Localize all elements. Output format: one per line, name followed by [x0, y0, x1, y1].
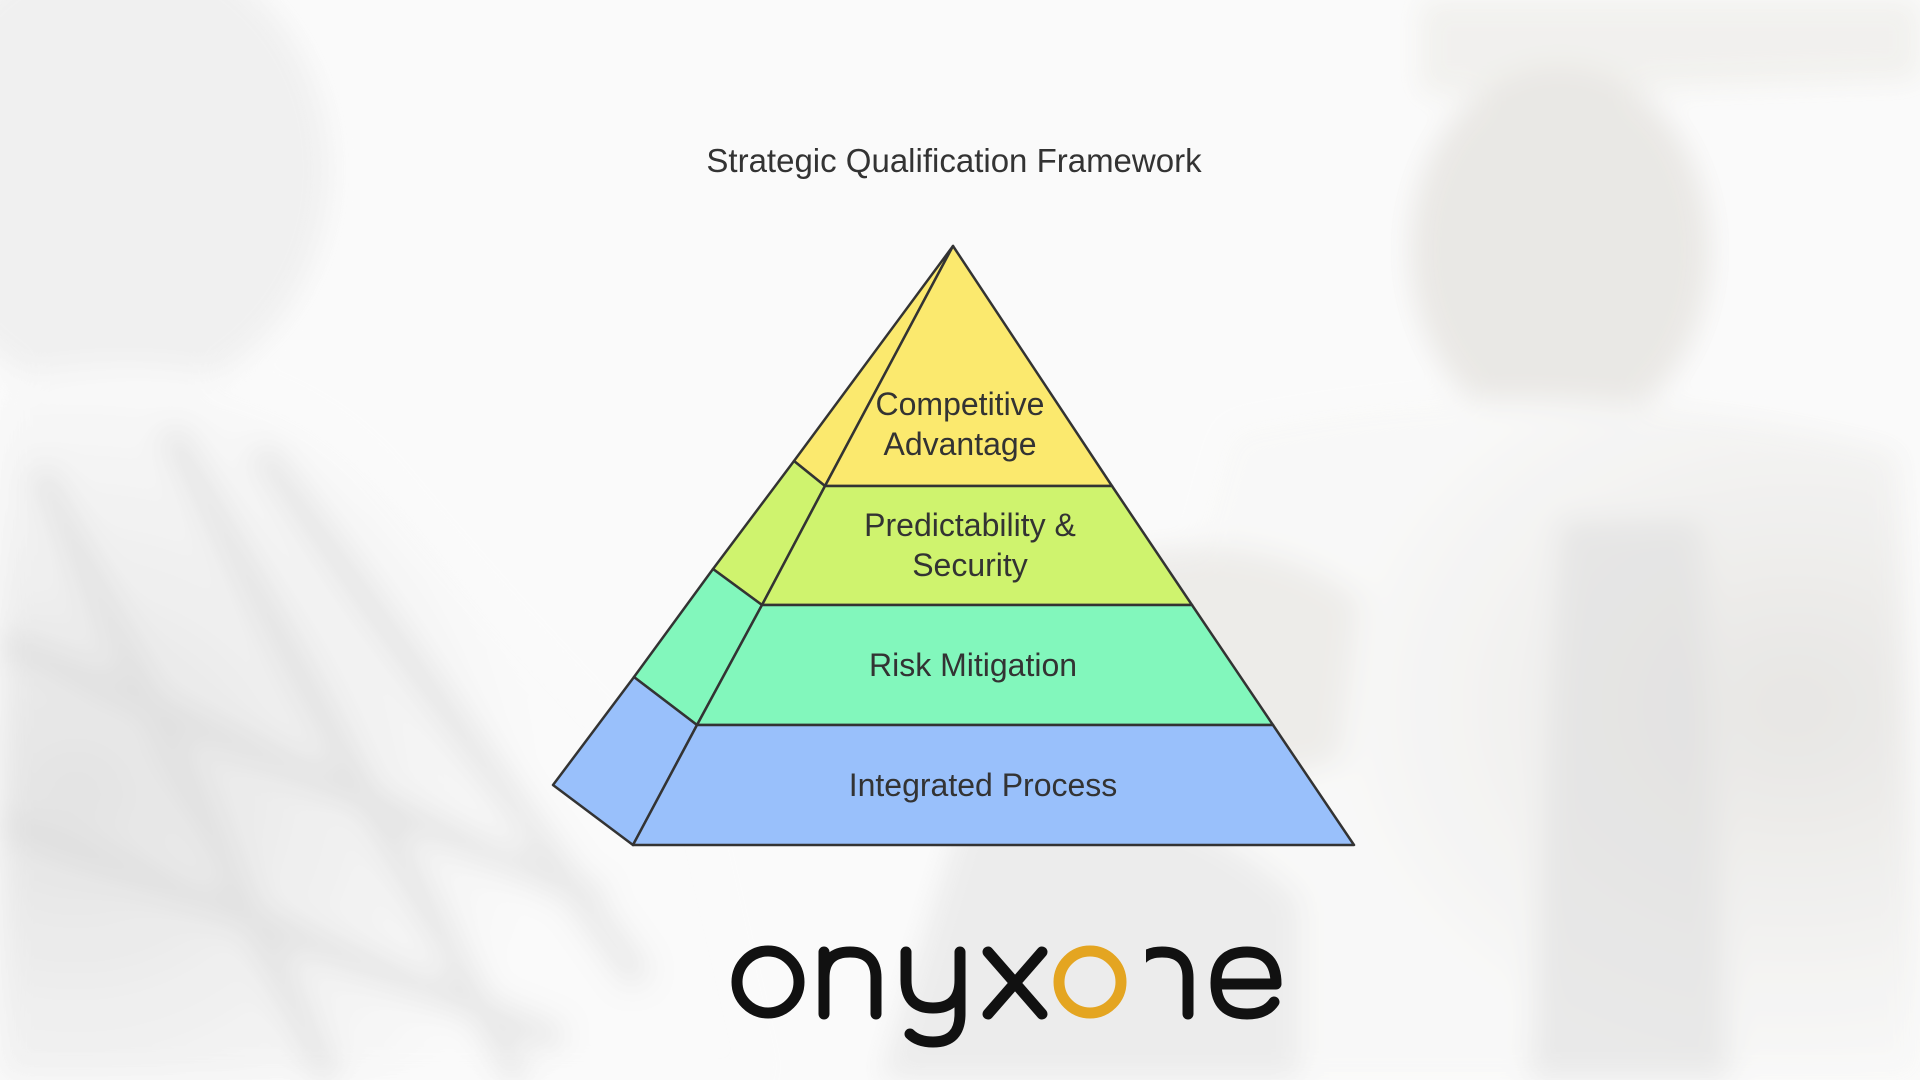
- tier-label-line: Risk Mitigation: [868, 647, 1078, 683]
- logo-letter-e: [1210, 946, 1282, 1020]
- diagram-title: Strategic Qualification Framework: [706, 142, 1202, 179]
- logo-letter-x: [982, 946, 1048, 1020]
- tier-label-line: Security: [912, 547, 1028, 583]
- logo-letter-y: [900, 946, 966, 1048]
- tier-label-risk-mitigation: Risk Mitigation: [823, 645, 1123, 685]
- tier-label-integrated-process: Integrated Process: [823, 765, 1143, 805]
- logo-letter-o: [731, 945, 805, 1019]
- onyxone-logo: [731, 945, 1127, 1048]
- tier-label-line: Competitive: [875, 386, 1045, 422]
- onyxone-logo-tail: [1146, 946, 1282, 1020]
- tier-label-competitive-advantage: Competitive Advantage: [860, 384, 1060, 464]
- logo-letter-o-accent: [1053, 945, 1127, 1019]
- tier-label-line: Integrated Process: [848, 767, 1118, 803]
- logo-letter-n: [818, 946, 882, 1020]
- pyramid-front-integrated-process: [631, 723, 1356, 847]
- tier-label-predictability-security: Predictability & Security: [820, 505, 1120, 585]
- logo-letter-n-2: [1146, 946, 1194, 1020]
- tier-label-line: Predictability &: [864, 507, 1076, 543]
- tier-label-line: Advantage: [883, 426, 1037, 462]
